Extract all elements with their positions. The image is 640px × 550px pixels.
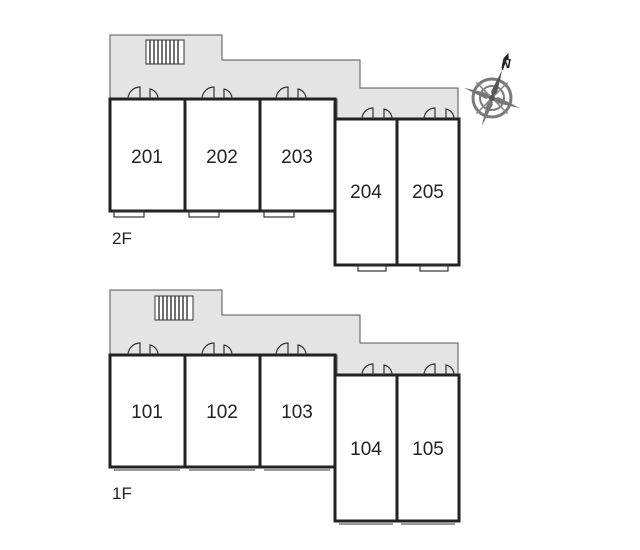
window-lines-1f bbox=[114, 469, 455, 525]
room-label-105: 105 bbox=[412, 439, 444, 460]
balcony-icons-2f bbox=[113, 210, 449, 272]
room-label-204: 204 bbox=[350, 182, 382, 203]
room-label-202: 202 bbox=[206, 147, 238, 168]
floor-2f: 201 202 203 204 205 2F bbox=[108, 34, 461, 272]
room-label-203: 203 bbox=[281, 147, 313, 168]
door-icons-1f bbox=[127, 342, 455, 376]
room-205 bbox=[395, 117, 461, 267]
compass-north-label: N bbox=[501, 56, 511, 71]
room-label-103: 103 bbox=[281, 402, 313, 423]
room-102 bbox=[183, 353, 262, 469]
staircase-1f bbox=[154, 295, 194, 321]
room-label-205: 205 bbox=[412, 182, 444, 203]
room-101 bbox=[108, 353, 187, 469]
room-202 bbox=[183, 97, 262, 213]
room-203 bbox=[258, 97, 337, 213]
staircase-2f bbox=[145, 39, 185, 65]
room-label-104: 104 bbox=[350, 439, 382, 460]
door-icons-2f bbox=[127, 86, 455, 120]
floor-label-2f: 2F bbox=[112, 229, 132, 248]
room-label-102: 102 bbox=[206, 402, 238, 423]
room-105 bbox=[395, 373, 461, 523]
compass-rose-icon: N bbox=[463, 52, 521, 127]
room-label-101: 101 bbox=[131, 402, 163, 423]
room-label-201: 201 bbox=[131, 147, 163, 168]
floor-1f: 101 102 103 104 105 1F bbox=[108, 289, 461, 525]
floor-label-1f: 1F bbox=[112, 484, 132, 503]
